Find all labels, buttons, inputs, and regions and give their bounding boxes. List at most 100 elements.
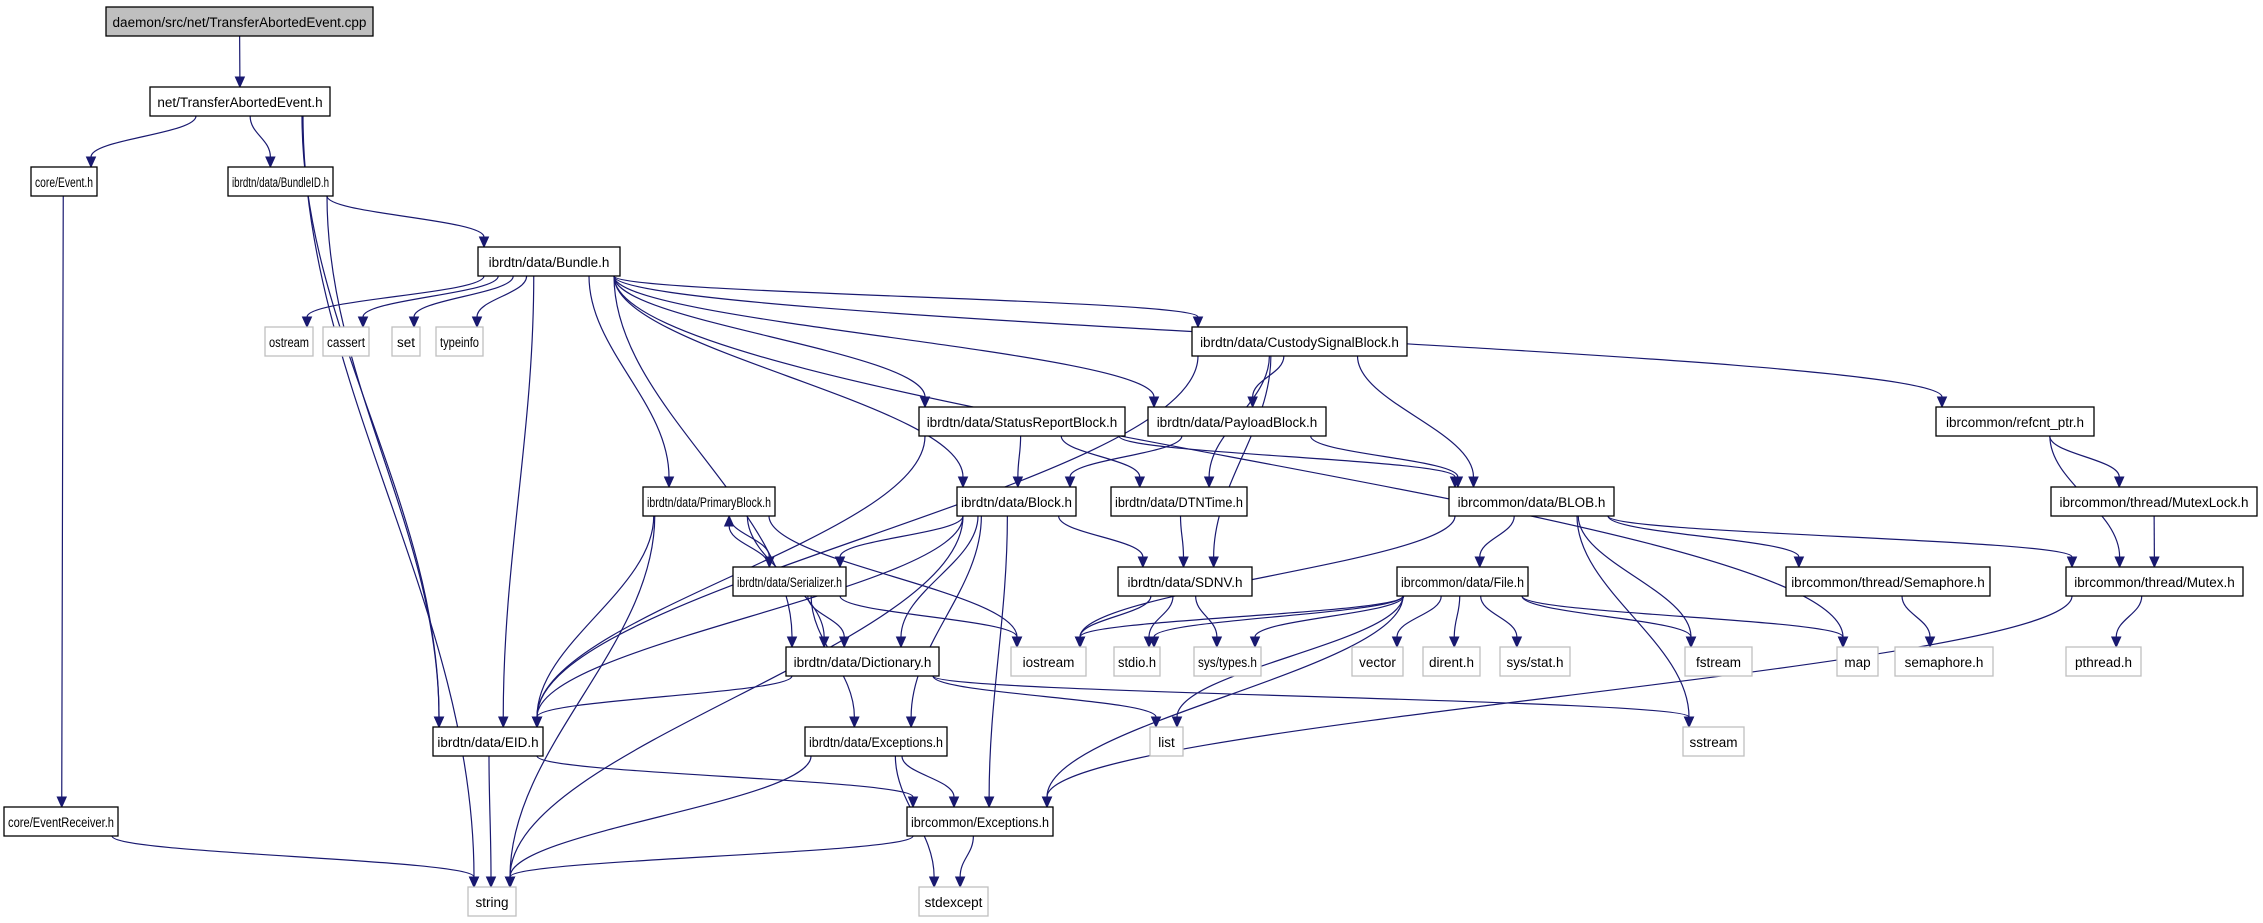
node-blob-h[interactable]: ibrcommon/data/BLOB.h (1448, 486, 1615, 517)
node-eid-h[interactable]: ibrdtn/data/EID.h (432, 726, 544, 757)
node-bundleid-h[interactable]: ibrdtn/data/BundleID.h (227, 166, 334, 197)
node-label: ibrdtn/data/Dictionary.h (794, 655, 932, 670)
node-dictionary-h[interactable]: ibrdtn/data/Dictionary.h (785, 646, 940, 677)
arrowhead-icon (905, 716, 917, 729)
node-block-h[interactable]: ibrdtn/data/Block.h (956, 486, 1077, 517)
node-exceptions-h[interactable]: ibrdtn/data/Exceptions.h (804, 726, 948, 757)
arrowhead-icon (1468, 476, 1479, 489)
edge-line (613, 275, 964, 478)
edge-line (1213, 355, 1272, 558)
edge-file_h-to-map (1521, 595, 1849, 649)
arrowhead-icon (1452, 476, 1464, 489)
node-label: ibrdtn/data/DTNTime.h (1115, 495, 1243, 510)
node-sdnv-h[interactable]: ibrdtn/data/SDNV.h (1117, 566, 1253, 597)
edge-file_h-to-dirent (1448, 595, 1461, 649)
node-refcnt-h[interactable]: ibrcommon/refcnt_ptr.h (1935, 406, 2095, 437)
arrowhead-icon (1137, 556, 1149, 569)
edge-file_h-to-iostream (1074, 595, 1404, 649)
edge-dictionary_h-to-eid_h (531, 675, 793, 729)
edge-file_h-to-systypes (1249, 595, 1405, 649)
arrowhead-icon (531, 716, 543, 729)
edge-line (1153, 595, 1404, 638)
node-event-h[interactable]: core/Event.h (30, 166, 98, 197)
node-payload-h[interactable]: ibrdtn/data/PayloadBlock.h (1147, 406, 1327, 437)
node-box (1684, 646, 1753, 677)
arrowhead-icon (357, 316, 369, 329)
node-box (435, 326, 484, 357)
arrowhead-icon (1178, 556, 1189, 569)
node-primary-h[interactable]: ibrdtn/data/PrimaryBlock.h (642, 486, 776, 517)
node-box (477, 246, 621, 277)
edge-line (1195, 595, 1218, 638)
edge-custody_h-to-sdnv_h (1208, 355, 1272, 569)
node-mutex-h[interactable]: ibrcommon/thread/Mutex.h (2065, 566, 2244, 597)
node-status-h[interactable]: ibrdtn/data/StatusReportBlock.h (918, 406, 1126, 437)
arrowhead-icon (1074, 636, 1086, 649)
edge-line (1607, 515, 1800, 558)
arrowhead-icon (2113, 476, 2125, 489)
arrowhead-icon (301, 316, 313, 329)
node-ibrexceptions-h[interactable]: ibrcommon/Exceptions.h (906, 806, 1054, 837)
arrowhead-icon (2066, 556, 2078, 569)
edge-custody_h-to-payload_h (1247, 355, 1285, 409)
arrowhead-icon (1924, 636, 1936, 649)
edge-ibrexceptions_h-to-string (504, 835, 914, 889)
arrowhead-icon (85, 156, 97, 169)
arrowhead-icon (948, 796, 960, 809)
arrowhead-icon (928, 876, 940, 889)
edge-block_h-to-dictionary_h (895, 515, 979, 649)
edge-line (302, 115, 475, 878)
arrowhead-icon (1685, 636, 1697, 649)
edge-tae_h-to-eid_h (301, 115, 445, 729)
edge-root-to-tae_h (234, 35, 246, 89)
node-custody-h[interactable]: ibrdtn/data/CustodySignalBlock.h (1191, 326, 1408, 357)
edge-payload_h-to-blob_h (1310, 435, 1464, 489)
node-semaphore-hh[interactable]: ibrcommon/thread/Semaphore.h (1785, 566, 1991, 597)
edge-line (2115, 595, 2143, 638)
edge-eid_h-to-ibrexceptions_h (536, 755, 919, 809)
edge-dictionary_h-to-list (932, 675, 1162, 729)
edge-line (728, 525, 770, 568)
node-dtntime-h[interactable]: ibrdtn/data/DTNTime.h (1110, 486, 1248, 517)
arrowhead-icon (56, 796, 68, 809)
node-root[interactable]: daemon/src/net/TransferAbortedEvent.cpp (105, 6, 374, 37)
edge-mutexlock_h-to-mutex_h (2149, 515, 2160, 569)
node-label: pthread.h (2075, 655, 2132, 670)
edge-line (839, 515, 964, 558)
node-box (1351, 646, 1404, 677)
arrowhead-icon (1171, 716, 1183, 729)
arrowhead-icon (1683, 716, 1695, 729)
arrowhead-icon (1793, 556, 1805, 569)
arrowhead-icon (408, 316, 420, 329)
arrowhead-icon (2114, 556, 2125, 569)
edge-tae_h-to-event_h (85, 115, 197, 169)
node-serializer-h[interactable]: ibrdtn/data/Serializer.h (732, 566, 847, 597)
node-box (1682, 726, 1745, 757)
node-label: ibrdtn/data/BundleID.h (232, 175, 329, 190)
node-bundle-h[interactable]: ibrdtn/data/Bundle.h (477, 246, 621, 277)
arrowhead-icon (1064, 476, 1076, 489)
edge-bundleid_h-to-eid_h (326, 195, 445, 729)
node-mutexlock-h[interactable]: ibrcommon/thread/MutexLock.h (2050, 486, 2258, 517)
edge-mutex_h-to-ibrexceptions_h (1041, 595, 2073, 809)
edge-status_h-to-block_h (1012, 435, 1024, 489)
node-label: ibrdtn/data/StatusReportBlock.h (927, 415, 1118, 430)
edge-line (90, 115, 197, 158)
node-box (642, 486, 776, 517)
node-eventreceiver-h[interactable]: core/EventReceiver.h (3, 806, 119, 837)
node-tae-h[interactable]: net/TransferAbortedEvent.h (149, 86, 331, 117)
node-file-h[interactable]: ibrcommon/data/File.h (1396, 566, 1529, 597)
edge-semaphore_hh-to-semaphore_sys (1901, 595, 1936, 649)
node-label: ibrcommon/Exceptions.h (911, 815, 1049, 830)
edge-line (988, 515, 1008, 798)
node-label: ibrcommon/thread/MutexLock.h (2059, 495, 2248, 510)
edge-bundle_h-to-set (408, 275, 514, 329)
node-set: set (391, 326, 421, 357)
edge-bundle_h-to-typeinfo (471, 275, 528, 329)
arrowhead-icon (1192, 316, 1204, 329)
edge-bundle_h-to-block_h (613, 275, 969, 489)
node-label: ibrdtn/data/CustodySignalBlock.h (1200, 335, 1399, 350)
node-label: sys/stat.h (1506, 655, 1563, 670)
arrowhead-icon (504, 876, 516, 889)
